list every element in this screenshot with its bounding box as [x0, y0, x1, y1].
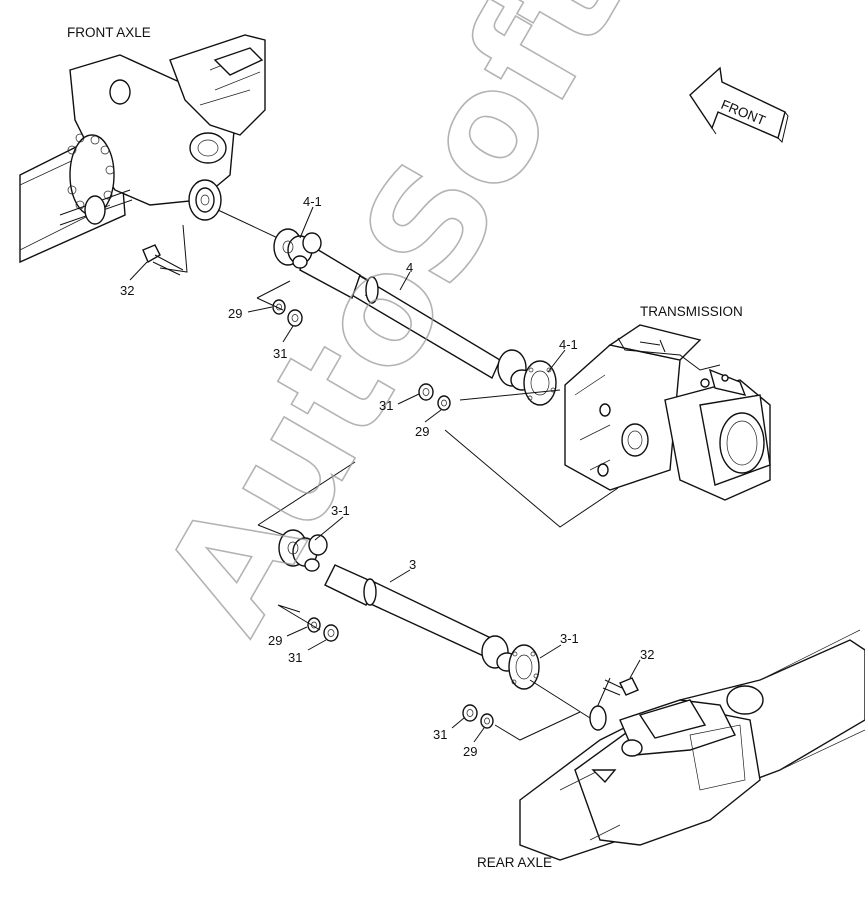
axis-line-front [217, 209, 283, 241]
washer-29-mid [437, 395, 451, 411]
callout-32-top: 32 [120, 283, 134, 298]
nut-31-bottom [462, 704, 478, 722]
bolt-32-bottom [602, 677, 639, 696]
callout-3: 3 [409, 557, 416, 572]
callout-29-bottom: 29 [463, 744, 477, 759]
nut-31-low [323, 624, 339, 642]
front-direction-arrow: FRONT [689, 66, 789, 143]
leader-bracket-29-31 [256, 280, 291, 311]
callout-31-top: 31 [273, 346, 287, 361]
propeller-shaft-3 [278, 529, 540, 690]
callouts: 4-1 4 4-1 32 29 31 31 29 3-1 3 3-1 29 31… [120, 194, 654, 759]
callout-31-low: 31 [288, 650, 302, 665]
front-axle-assembly [19, 34, 266, 264]
leader-bracket-front [159, 224, 188, 273]
rear-axle-caption: REAR AXLE [477, 855, 552, 870]
callout-3-1-right: 3-1 [560, 631, 579, 646]
axis-line-rear [529, 679, 591, 719]
nut-31-mid [418, 383, 434, 401]
callout-29-low: 29 [268, 633, 282, 648]
washer-29-bottom [480, 713, 494, 729]
callout-31-bottom: 31 [433, 727, 447, 742]
callout-4-1-right: 4-1 [559, 337, 578, 352]
callout-29-top: 29 [228, 306, 242, 321]
washer-29-low [307, 617, 321, 633]
callout-31-mid: 31 [379, 398, 393, 413]
axis-line-trans [459, 389, 561, 401]
transmission-assembly [564, 324, 771, 501]
callout-3-1-top: 3-1 [331, 503, 350, 518]
callout-29-mid: 29 [415, 424, 429, 439]
leader-bracket-rear [494, 711, 581, 741]
leader-bracket-trans [444, 429, 619, 528]
callout-32-bottom: 32 [640, 647, 654, 662]
front-axle-caption: FRONT AXLE [67, 25, 151, 40]
propeller-shaft-4 [273, 228, 557, 406]
callout-4: 4 [406, 260, 413, 275]
rear-axle-assembly [519, 629, 865, 861]
callout-4-1-top: 4-1 [303, 194, 322, 209]
transmission-caption: TRANSMISSION [640, 304, 743, 319]
nut-31-top [287, 309, 303, 327]
leader-bracket-29-31-low [277, 604, 321, 631]
